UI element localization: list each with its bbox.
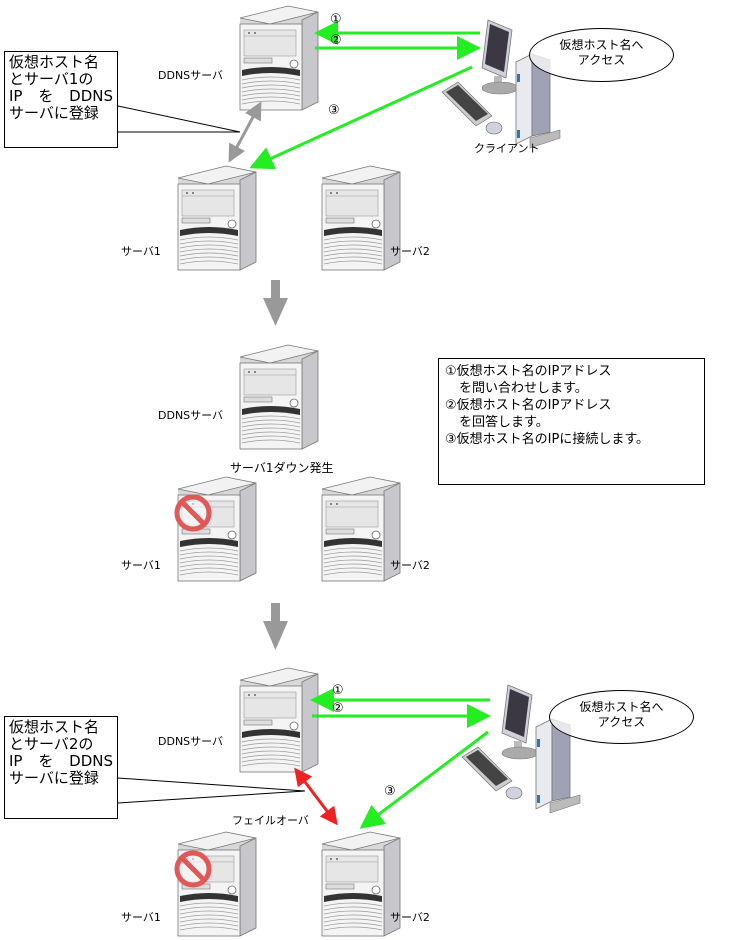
callout-line: IP [9, 752, 23, 770]
step-1-label: ① [332, 683, 344, 698]
register-arrow [228, 101, 262, 163]
server2-label: サーバ2 [390, 911, 430, 924]
callout-line: IP [9, 87, 23, 105]
legend-line: ①仮想ホスト名のIPアドレス [445, 364, 612, 379]
ddns-server-icon [239, 344, 319, 450]
bubble-line: アクセス [597, 715, 646, 729]
callout-line: を [38, 87, 54, 105]
flow-arrow-2 [271, 603, 280, 621]
step-2-label: ② [332, 701, 344, 716]
callout-line: サーバに登録 [9, 104, 99, 122]
bubble-line: 仮想ホスト名へ [579, 700, 664, 714]
callout-line: DDNS [69, 752, 113, 770]
step-1-label: ① [330, 12, 342, 27]
ddns-server-icon [239, 5, 319, 111]
server-down-event-label: サーバ1ダウン発生 [230, 461, 334, 475]
legend-line: を問い合わせします。 [459, 381, 588, 396]
callout-line: サーバに登録 [9, 769, 99, 787]
connect-arrow [249, 65, 473, 170]
register-callout-1: 仮想ホスト名 とサーバ1の IP を DDNS サーバに登録 [4, 51, 118, 148]
server2-icon [321, 831, 401, 937]
server2-icon [321, 165, 401, 271]
server1-label: サーバ1 [121, 559, 161, 572]
bubble-line: 仮想ホスト名へ [559, 38, 644, 52]
server2-label: サーバ2 [390, 245, 430, 258]
server1-icon [177, 165, 257, 271]
server1-label: サーバ1 [121, 911, 161, 924]
step-2-label: ② [330, 33, 342, 48]
server-down-icon [177, 853, 209, 885]
server1-label: サーバ1 [121, 245, 161, 258]
callout-line: とサーバ2の [9, 735, 94, 753]
legend-line: ③仮想ホスト名のIPに接続します。 [445, 432, 650, 447]
legend-line: ②仮想ホスト名のIPアドレス [445, 398, 612, 413]
access-bubble: 仮想ホスト名へ アクセス [549, 690, 694, 744]
callout-pointer [117, 777, 306, 804]
callout-line: を [38, 752, 54, 770]
bubble-line: アクセス [577, 53, 626, 67]
ddns-server-label: DDNSサーバ [158, 409, 224, 422]
access-bubble: 仮想ホスト名へ アクセス [529, 28, 674, 82]
callout-pointer [117, 105, 241, 133]
connect-arrow [359, 730, 489, 829]
ddns-server-icon [239, 667, 319, 773]
steps-legend: ①仮想ホスト名のIPアドレス を問い合わせします。 ②仮想ホスト名のIPアドレス… [438, 358, 705, 485]
ddns-server-label: DDNSサーバ [158, 69, 224, 82]
callout-line: 仮想ホスト名 [9, 718, 100, 736]
server2-label: サーバ2 [390, 559, 430, 572]
callout-line: とサーバ1の [9, 70, 94, 88]
legend-line: を回答します。 [459, 415, 549, 430]
flow-arrow-1 [271, 280, 280, 298]
register-callout-2: 仮想ホスト名 とサーバ2の IP を DDNS サーバに登録 [4, 716, 118, 819]
failover-label: フェイルオーバ [232, 814, 309, 827]
failover-arrow [294, 767, 338, 826]
client-label: クライアント [474, 142, 540, 155]
server-down-icon [177, 497, 209, 529]
server2-icon [321, 476, 401, 582]
callout-line: DDNS [69, 87, 113, 105]
step-3-label: ③ [328, 103, 340, 118]
ddns-server-label: DDNSサーバ [158, 735, 224, 748]
step-3-label: ③ [384, 784, 396, 799]
callout-line: 仮想ホスト名 [9, 53, 100, 71]
